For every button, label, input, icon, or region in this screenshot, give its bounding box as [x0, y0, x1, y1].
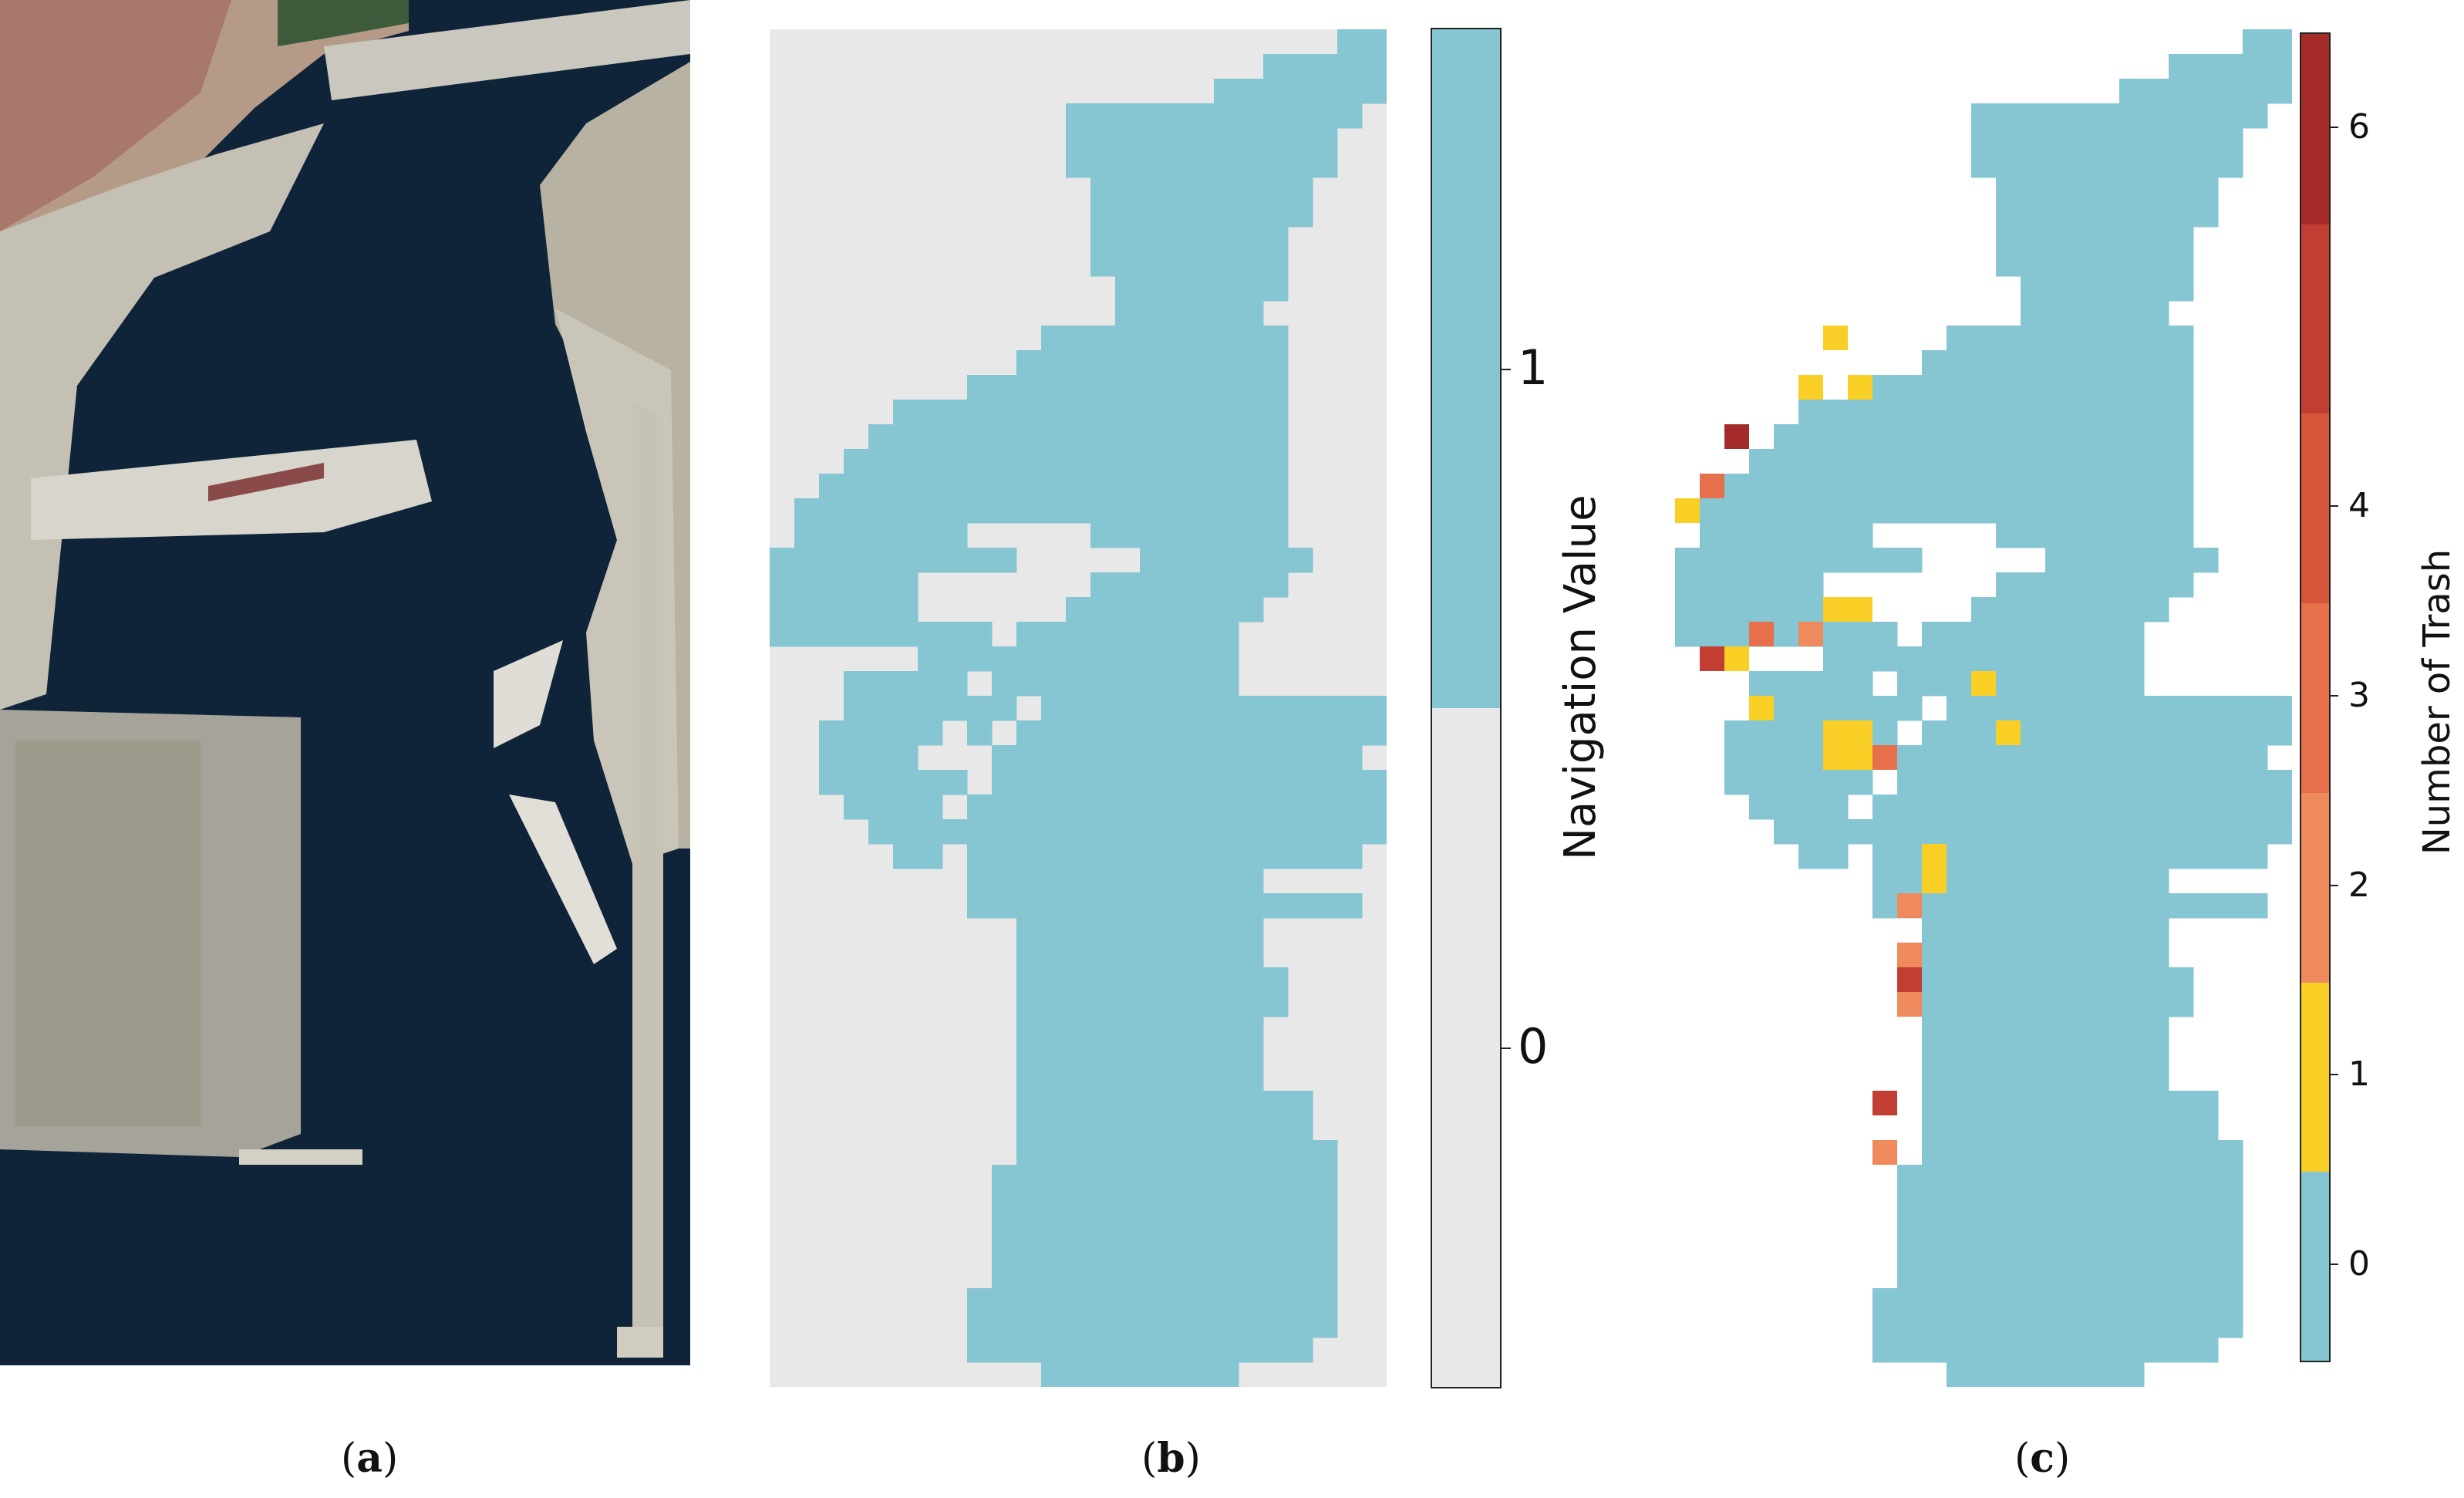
- colorbar-tick-label-0: 0: [2348, 1244, 2370, 1284]
- colorbar-tick-0: [2329, 1264, 2338, 1266]
- caption-c: (c): [2014, 1435, 2071, 1482]
- trash-colorbar: [2300, 32, 2331, 1362]
- satellite-image-port: [0, 0, 690, 1365]
- colorbar-tick-6: [2329, 126, 2338, 128]
- trash-count-heatmap: [1675, 29, 2293, 1388]
- navigation-map-heatmap: [770, 29, 1387, 1388]
- colorbar-label-navigation-value: Navigation Value: [1556, 494, 1606, 860]
- colorbar-tick-label-1: 1: [2348, 1054, 2370, 1095]
- colorbar-tick-label-2: 2: [2348, 865, 2370, 905]
- colorbar-tick-label-6: 6: [2348, 106, 2370, 147]
- colorbar-label-number-of-trash: Number of Trash: [2415, 548, 2459, 855]
- colorbar-tick-label-1: 1: [1518, 339, 1549, 396]
- colorbar-tick-3: [2329, 695, 2338, 697]
- colorbar-tick-4: [2329, 505, 2338, 508]
- colorbar-tick-1: [2329, 1074, 2338, 1076]
- caption-b: (b): [1141, 1435, 1201, 1482]
- navigation-colorbar: [1431, 28, 1502, 1388]
- colorbar-tick-label-0: 0: [1518, 1018, 1549, 1075]
- caption-a: (a): [341, 1435, 399, 1482]
- colorbar-tick-label-3: 3: [2348, 676, 2370, 715]
- colorbar-tick-0: [1500, 1048, 1511, 1049]
- satellite-illustration: [0, 0, 690, 1365]
- colorbar-tick-label-4: 4: [2348, 486, 2370, 526]
- colorbar-tick-2: [2329, 884, 2338, 886]
- colorbar-tick-1: [1500, 369, 1511, 370]
